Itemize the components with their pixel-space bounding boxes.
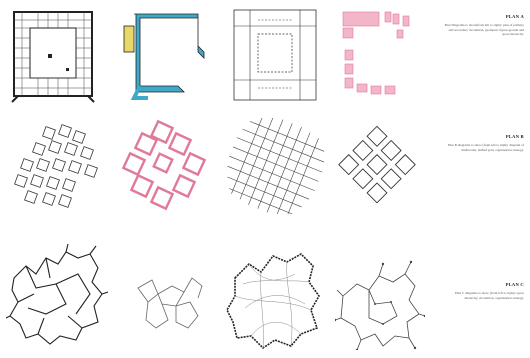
plan-a-space-hierarchy-diagram bbox=[335, 6, 420, 104]
plan-b-shifted-grid-diagram bbox=[225, 118, 325, 214]
plan-b-title: PLAN B bbox=[444, 134, 524, 139]
plan-a-figure-ground-diagram bbox=[230, 6, 320, 104]
plan-b-caption: Plan B diagrams to show (from left to ri… bbox=[444, 143, 524, 152]
plan-a-label: PLAN A Plan Diagrams to show(from left t… bbox=[444, 14, 524, 37]
plan-b-multiscalar-diagram bbox=[8, 118, 108, 214]
plan-c-strategy-diagram bbox=[335, 256, 425, 350]
plan-b-organisation-strategy-diagram bbox=[335, 118, 420, 214]
plan-a-circulation-diagram bbox=[118, 6, 213, 104]
plan-c-space-hierarchy-diagram bbox=[6, 244, 108, 350]
plan-c-circulation-diagram bbox=[118, 258, 213, 350]
plan-a-building-plan bbox=[8, 6, 98, 104]
plan-c-label: PLAN C Plan C diagrams to show (from lef… bbox=[444, 282, 524, 300]
plan-b-pink-cluster-diagram bbox=[118, 118, 213, 214]
plan-c-caption: Plan C diagrams to show (from left to ri… bbox=[444, 291, 524, 300]
plan-b-label: PLAN B Plan B diagrams to show (from lef… bbox=[444, 134, 524, 152]
plan-c-title: PLAN C bbox=[444, 282, 524, 287]
plan-c-organisation-diagram bbox=[225, 248, 325, 350]
plan-a-caption: Plan Diagrams to show(from left to right… bbox=[444, 23, 524, 37]
plan-a-title: PLAN A bbox=[444, 14, 524, 19]
